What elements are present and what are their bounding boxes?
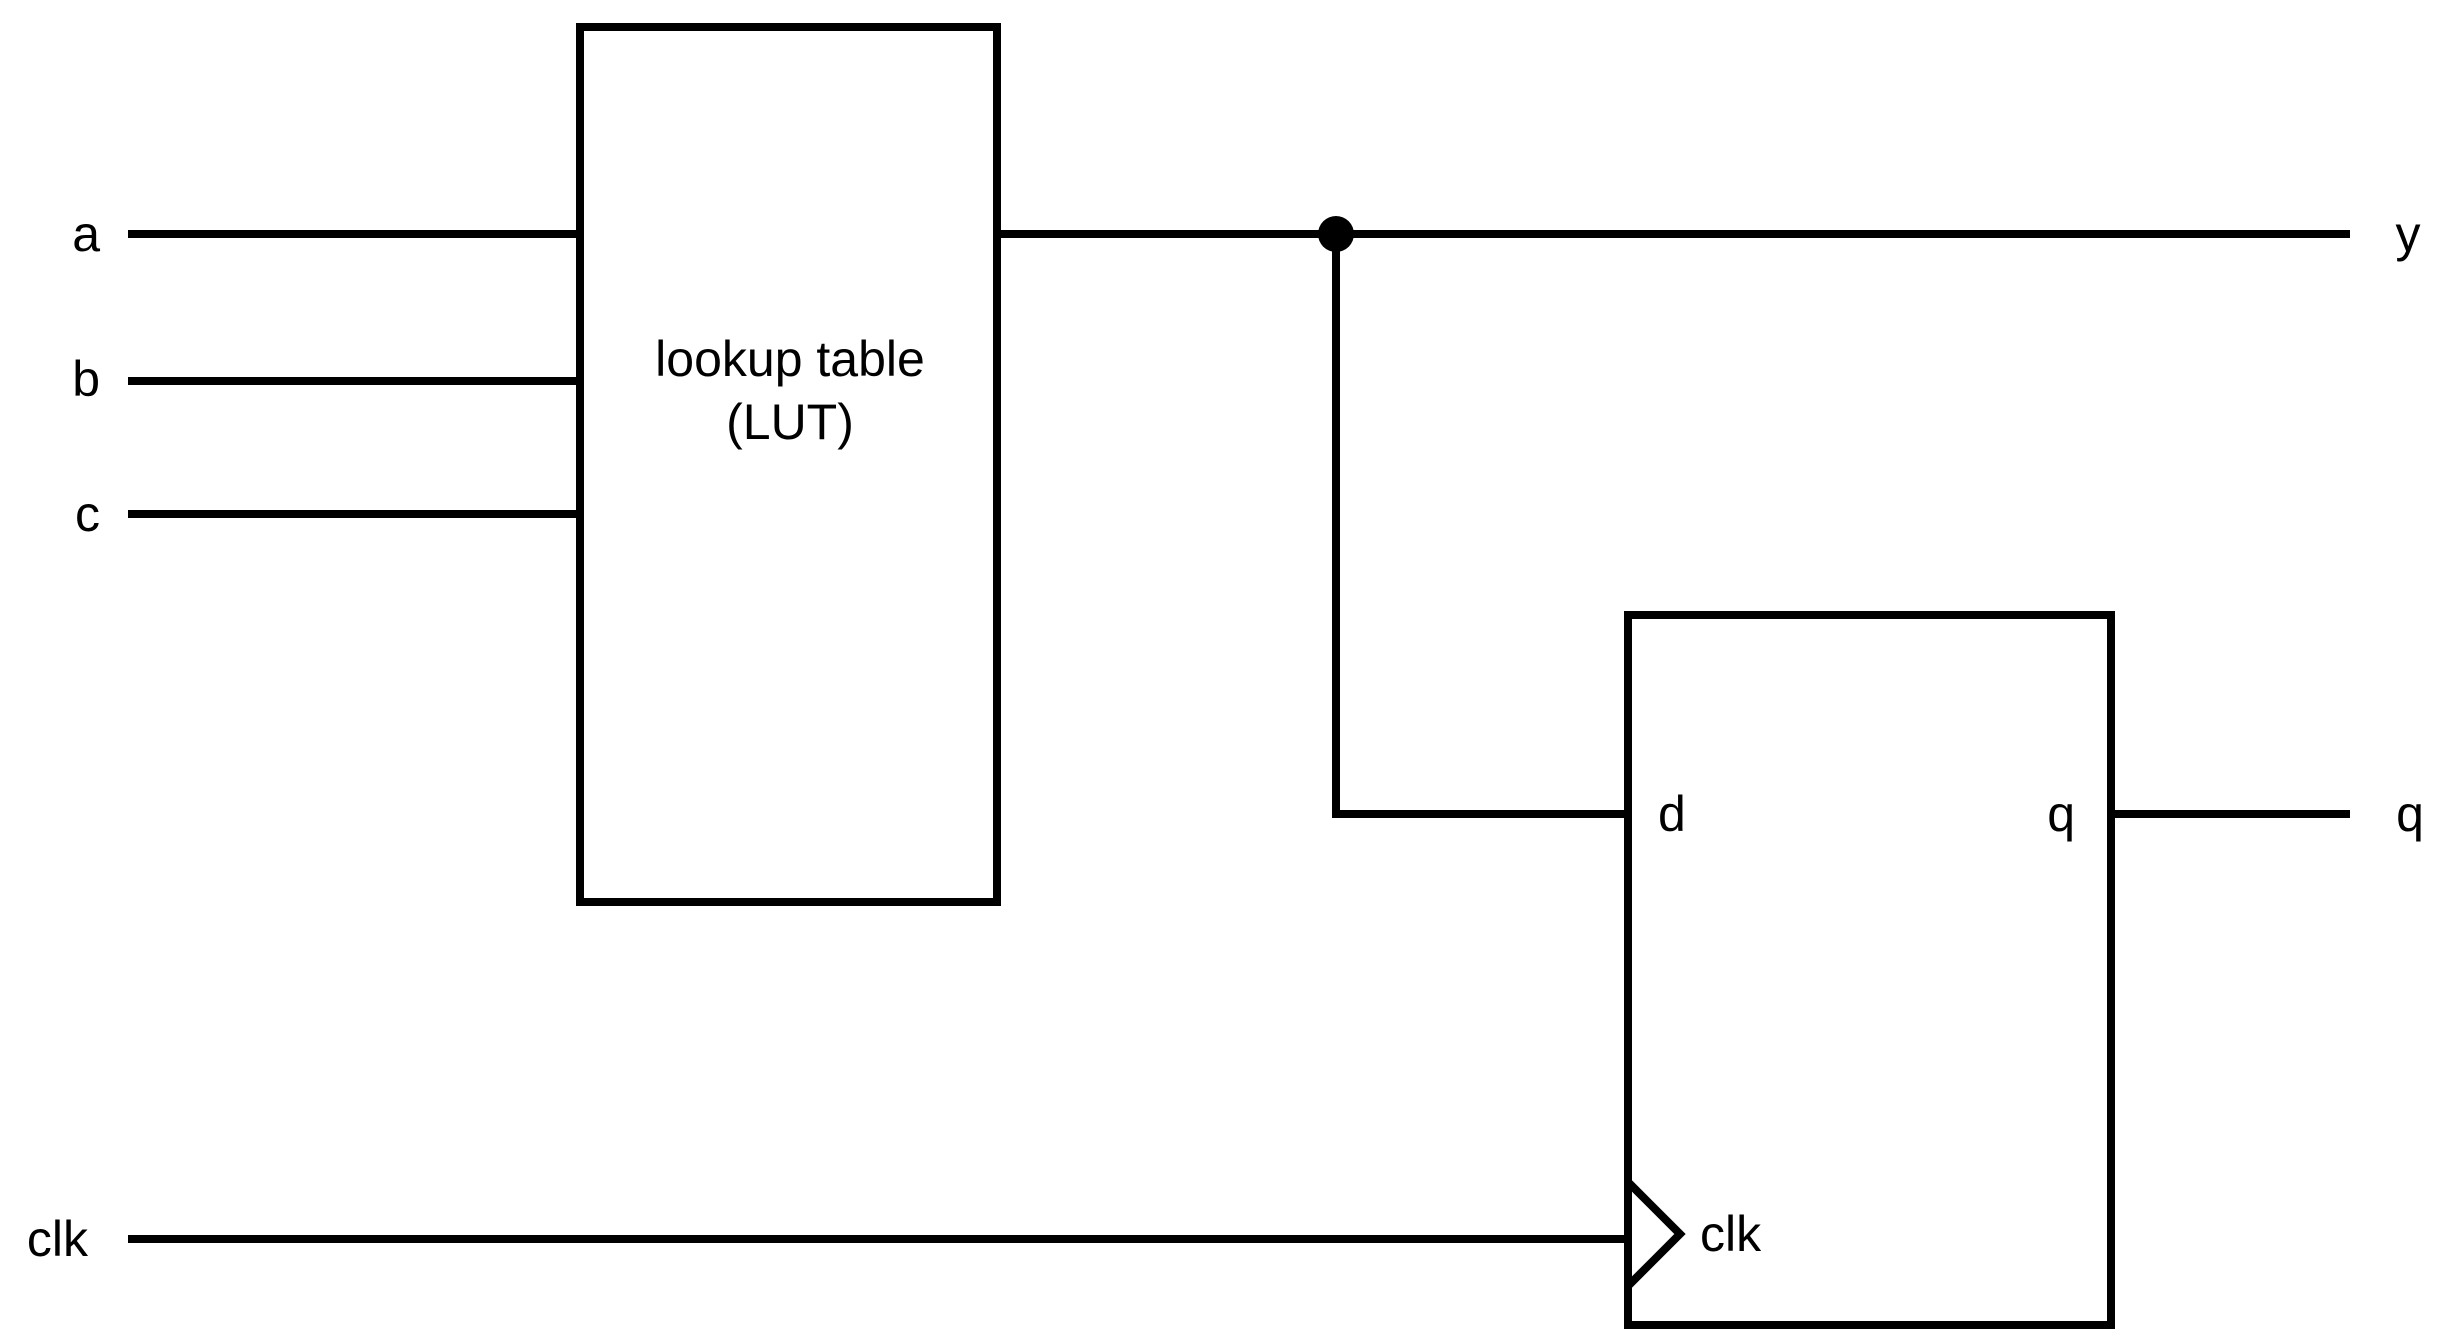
input-label-c: c (75, 486, 100, 542)
input-label-b: b (72, 351, 100, 407)
ff-port-q: q (2047, 786, 2075, 842)
ff-port-d: d (1658, 786, 1686, 842)
input-label-a: a (72, 206, 100, 262)
input-label-clk: clk (27, 1211, 89, 1267)
lut-label-line2: (LUT) (726, 394, 854, 450)
ff-port-clk: clk (1700, 1206, 1762, 1262)
output-label-q: q (2396, 786, 2424, 842)
wire-d (1332, 234, 1628, 818)
lut-label-line1: lookup table (655, 331, 925, 387)
flipflop-block (1624, 611, 2115, 1329)
lut-block (576, 23, 1001, 906)
clock-edge-icon (1625, 1179, 1686, 1289)
output-label-y: y (2396, 206, 2421, 262)
